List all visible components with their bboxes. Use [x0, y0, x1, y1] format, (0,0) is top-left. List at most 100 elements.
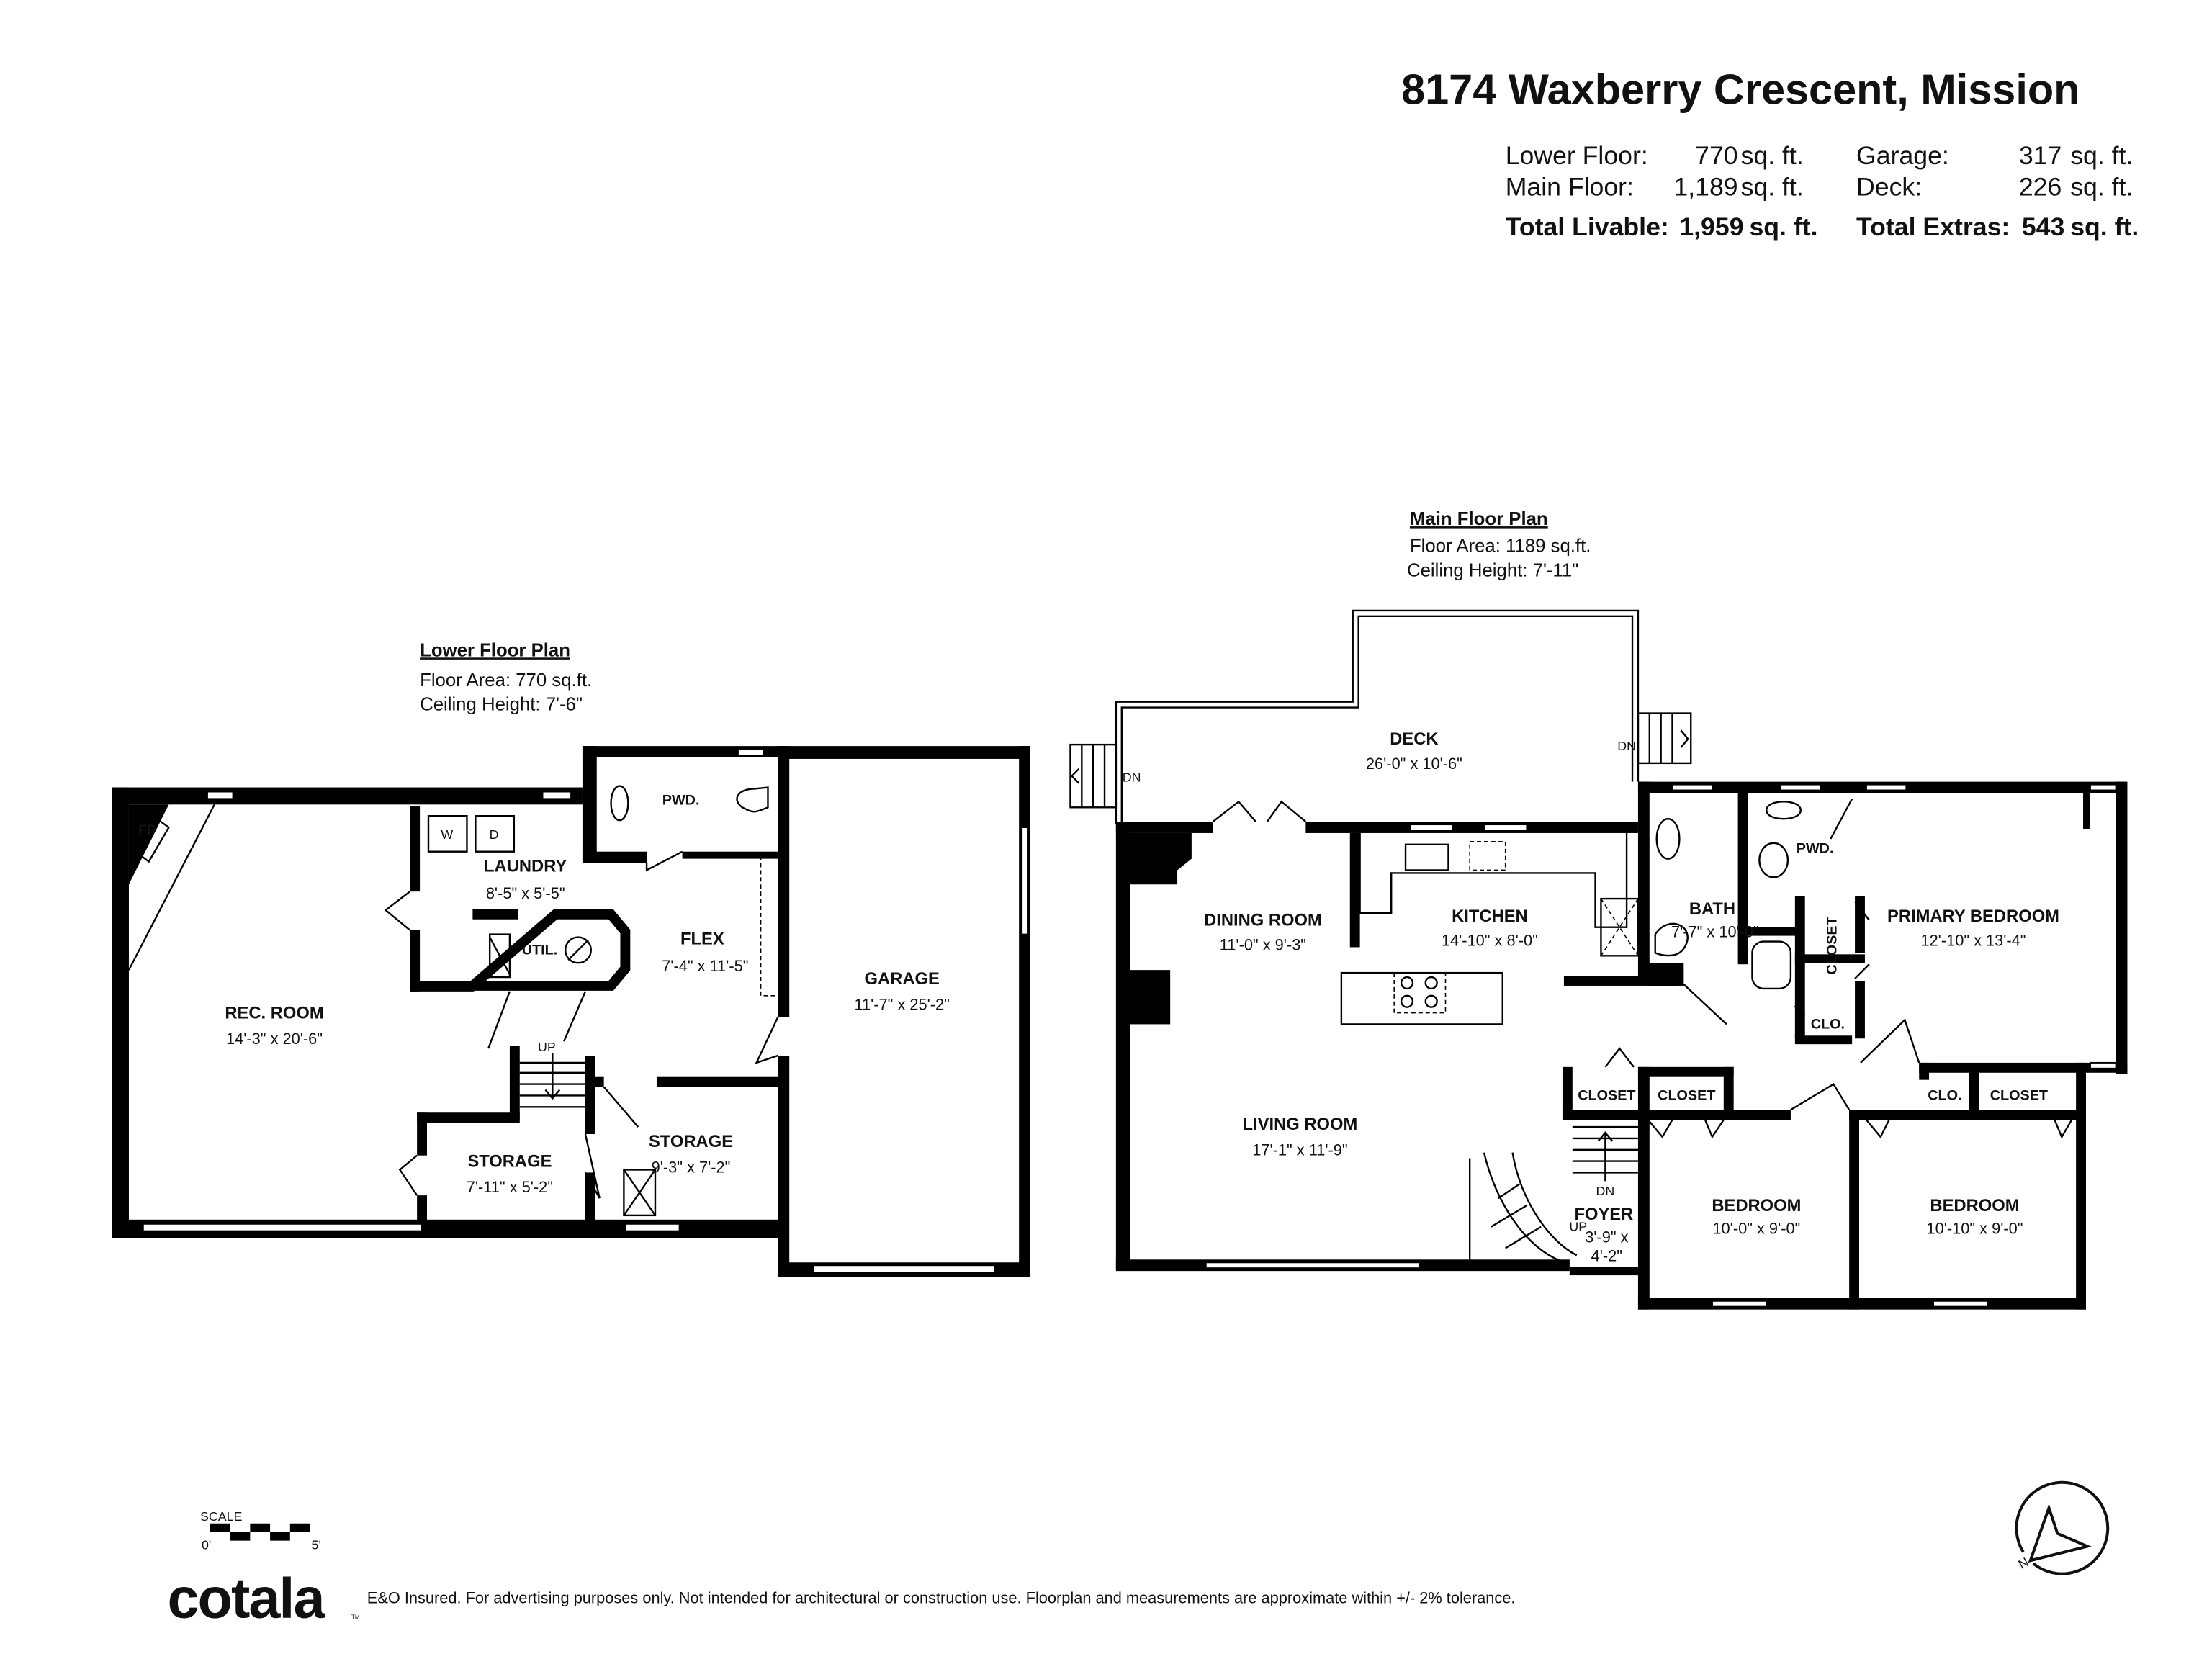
trademark: TM [351, 1614, 359, 1621]
total-unit: sq. ft. [1749, 212, 1817, 241]
stairs-down-label: DN [1617, 739, 1636, 753]
stairs-icon [1572, 1125, 1638, 1182]
lower-plan-area: Floor Area: 770 sq.ft. [420, 670, 592, 691]
lower-doors [384, 850, 779, 1199]
dryer-label: D [490, 827, 499, 842]
stat-value: 317 [2019, 141, 2062, 170]
lower-floor-plan: Lower Floor Plan Floor Area: 770 sq.ft. … [112, 640, 1031, 1277]
room-name: BATH [1689, 899, 1735, 919]
lower-room-labels: REC. ROOM 14'-3" x 20'-6" LAUNDRY 8'-5" … [225, 792, 950, 1196]
room-name: STORAGE [649, 1132, 733, 1151]
room-name: CLO. [1811, 1016, 1845, 1032]
deck: DN DN [1069, 609, 1692, 825]
room-name: CLOSET [1824, 917, 1840, 974]
header: 8174 Waxberry Crescent, Mission Lower Fl… [1401, 66, 2139, 241]
lower-plan-ceiling: Ceiling Height: 7'-6" [420, 695, 583, 715]
stat-label: Main Floor: [1506, 172, 1634, 201]
room-dims: 10'-10" x 9'-0" [1926, 1220, 2023, 1238]
brand-logo: cotala [167, 1566, 325, 1630]
stairs-down-label: DN [1123, 770, 1141, 785]
stat-value: 770 [1695, 141, 1737, 170]
lower-plan-title: Lower Floor Plan [420, 640, 570, 660]
room-name: UTIL. [522, 942, 557, 958]
room-dims: 11'-0" x 9'-3" [1220, 935, 1306, 953]
room-name: DECK [1390, 729, 1438, 749]
room-name: BEDROOM [1930, 1196, 2019, 1215]
room-dims: 14'-3" x 20'-6" [226, 1030, 323, 1048]
disclaimer: E&O Insured. For advertising purposes on… [367, 1589, 1516, 1607]
lower-fixtures: W D FP UP [130, 785, 769, 1217]
total-label: Total Extras: [1856, 212, 2010, 241]
stairs-up-label: UP [1569, 1220, 1587, 1234]
room-dims: 11'-7" x 25'-2" [855, 996, 950, 1014]
stat-unit: sq. ft. [1741, 141, 1804, 170]
lower-windows [142, 748, 1029, 1274]
bathtub-icon [1751, 940, 1792, 990]
room-dims: 7'-11" x 5'-2" [467, 1178, 553, 1196]
main-windows [1205, 783, 2117, 1308]
main-plan-title: Main Floor Plan [1410, 509, 1548, 529]
total-value: 1,959 [1679, 212, 1743, 241]
room-dims: 8'-5" x 5'-5" [486, 884, 565, 902]
room-dims: 3'-9" x [1585, 1228, 1628, 1246]
main-doors [1212, 798, 2073, 1139]
cooktop-icon [1393, 972, 1447, 1014]
stat-unit: sq. ft. [2070, 141, 2133, 170]
kitchen-island [1340, 971, 1503, 1025]
room-dims: 26'-0" x 10'-6" [1366, 755, 1462, 773]
total-label: Total Livable: [1506, 212, 1669, 241]
stat-label: Deck: [1856, 172, 1922, 201]
stairs-up-label: UP [538, 1040, 556, 1054]
curved-stairs-icon [1468, 1152, 1578, 1265]
stat-unit: sq. ft. [2070, 172, 2133, 201]
toilet-icon [1654, 922, 1689, 957]
room-name: CLOSET [1578, 1087, 1635, 1103]
room-name: STORAGE [467, 1152, 552, 1172]
scale-end: 5' [312, 1537, 321, 1552]
room-name: FLEX [680, 929, 724, 948]
scale-label: SCALE [200, 1509, 243, 1524]
pwd-sink-icon [1758, 842, 1789, 878]
fireplace-icon [130, 811, 171, 863]
room-name: LAUNDRY [484, 856, 567, 876]
scale-bar-icon [210, 1523, 310, 1541]
scale-bar: SCALE 0' 5' [200, 1509, 321, 1552]
room-name: REC. ROOM [225, 1003, 323, 1022]
main-room-labels: DECK 26'-0" x 10'-6" DINING ROOM 11'-0" … [1204, 729, 2059, 1264]
room-dims: 7'-7" x 10'-0" [1671, 923, 1759, 941]
compass-icon: N [2015, 1480, 2110, 1575]
kitchen-counter [1359, 832, 1628, 928]
water-heater-icon [488, 933, 511, 979]
room-dims: 17'-1" x 11'-9" [1252, 1141, 1347, 1159]
washer-icon [427, 814, 468, 853]
main-floor-plan: Main Floor Plan Floor Area: 1189 sq.ft. … [1069, 509, 2128, 1310]
north-label: N [2016, 1555, 2031, 1572]
stat-value: 226 [2019, 172, 2062, 201]
room-dims: 9'-3" x 7'-2" [652, 1158, 731, 1176]
stat-unit: sq. ft. [1741, 172, 1804, 201]
toilet-icon [1766, 801, 1802, 820]
furnace-icon [564, 936, 593, 964]
washer-label: W [441, 827, 453, 842]
sink-icon [610, 785, 629, 822]
room-dims: 4'-2" [1591, 1246, 1622, 1264]
room-name: FOYER [1574, 1205, 1633, 1224]
stat-value: 1,189 [1673, 172, 1737, 201]
toilet-icon [736, 786, 769, 813]
fridge-icon [1600, 897, 1640, 957]
total-unit: sq. ft. [2070, 212, 2139, 241]
bath-sink-icon [1655, 817, 1681, 860]
room-name: CLOSET [1658, 1087, 1715, 1103]
room-name: CLO. [1928, 1087, 1961, 1103]
room-name: PWD. [1797, 841, 1834, 857]
room-name: LIVING ROOM [1243, 1115, 1358, 1134]
room-name: BEDROOM [1712, 1196, 1801, 1215]
main-plan-ceiling: Ceiling Height: 7'-11" [1407, 560, 1578, 580]
fireplace-label: FP [138, 822, 156, 838]
footer: cotala TM E&O Insured. For advertising p… [167, 1566, 1515, 1630]
room-dims: 10'-0" x 9'-0" [1712, 1220, 1800, 1238]
stat-label: Garage: [1856, 141, 1949, 170]
stat-label: Lower Floor: [1506, 141, 1648, 170]
room-name: KITCHEN [1452, 907, 1528, 926]
